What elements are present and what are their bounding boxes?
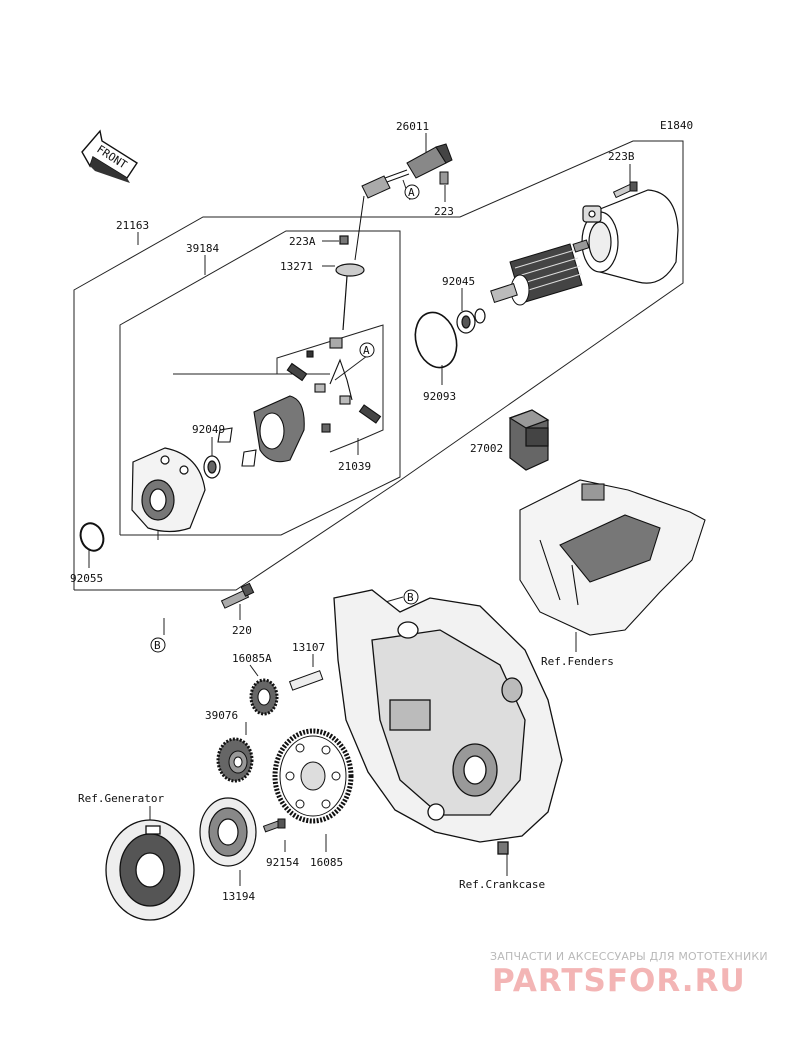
end-cover-39184 [131,447,206,533]
label-21163: 21163 [116,219,149,232]
terminal-plate-13271 [335,235,365,331]
label-223a: 223A [289,235,316,248]
label-16085a: 16085A [232,652,272,665]
callout-a-mid: A [359,342,375,358]
bolt-223 [439,171,449,185]
label-92055: 92055 [70,572,103,585]
label-92154: 92154 [266,856,299,869]
bolt-220 [220,582,255,609]
fender-bracket [519,479,706,636]
pin-13107 [288,670,324,691]
label-223b: 223B [608,150,635,163]
label-92093: 92093 [423,390,456,403]
label-13271: 13271 [280,260,313,273]
ref-fenders: Ref.Fenders [541,655,614,668]
diagram-code: E1840 [660,119,693,132]
svg-text:B: B [407,591,414,604]
label-26011: 26011 [396,120,429,133]
generator-rotor [105,819,195,921]
seal-92049 [203,455,221,479]
clutch-13194 [199,797,257,867]
front-arrow-icon [81,129,138,183]
label-39184: 39184 [186,242,219,255]
watermark-logo: PARTSFOR.RU [492,963,746,999]
crankcase [333,589,563,855]
label-92049: 92049 [192,423,225,436]
leader-lines [73,133,684,886]
label-13107: 13107 [292,641,325,654]
svg-text:A: A [363,344,370,357]
ref-generator: Ref.Generator [78,792,164,805]
svg-text:B: B [154,639,161,652]
bolt-223b [612,181,638,199]
gear-16085a [249,678,279,716]
ecu-27002 [508,409,550,471]
label-13194: 13194 [222,890,255,903]
watermark-subtitle: ЗАПЧАСТИ И АКСЕССУАРЫ ДЛЯ МОТОТЕХНИКИ [490,950,768,963]
label-16085: 16085 [310,856,343,869]
callout-b-top: B [403,589,419,605]
washer-92045 [456,308,486,334]
gear-16085 [272,728,354,824]
gear-39076 [216,737,254,783]
starter-motor-housing [581,189,679,284]
brush-holder-21039 [217,337,382,467]
callout-a-top: A [404,184,420,200]
o-ring-92093 [414,311,458,369]
bolt-92154 [262,818,286,833]
label-220: 220 [232,624,252,637]
label-92045: 92045 [442,275,475,288]
armature [490,239,590,306]
label-21039: 21039 [338,460,371,473]
label-223: 223 [434,205,454,218]
connector-26011 [354,143,453,261]
o-ring-92055 [79,522,105,552]
svg-text:A: A [408,186,415,199]
ref-crankcase: Ref.Crankcase [459,878,545,891]
callout-b-bottom: B [150,637,166,653]
label-27002: 27002 [470,442,503,455]
label-39076: 39076 [205,709,238,722]
